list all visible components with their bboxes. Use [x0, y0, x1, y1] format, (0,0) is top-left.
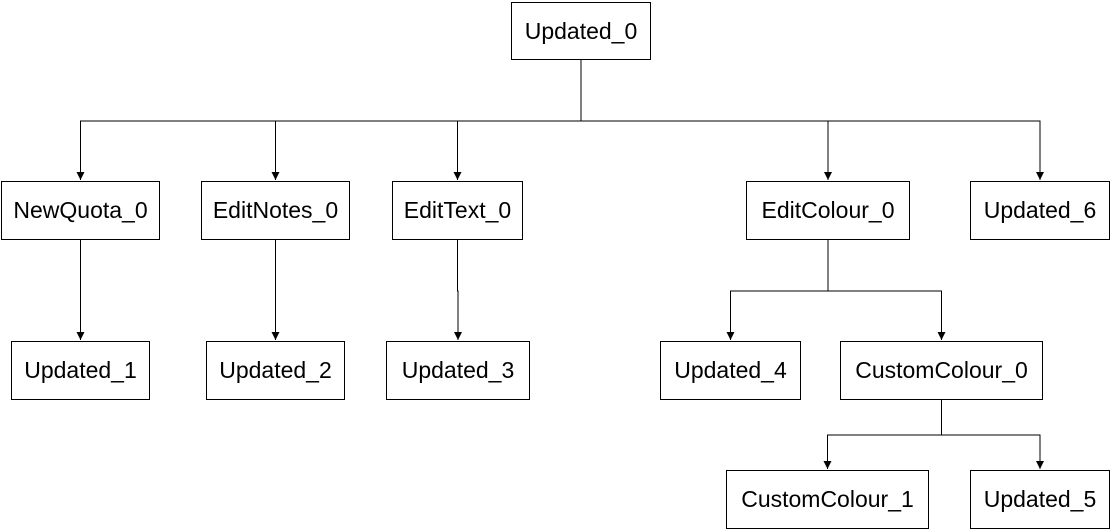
connector-customcolour_0-to-updated_5 [941, 400, 1044, 469]
connector-customcolour_0-to-customcolour_1 [823, 400, 942, 469]
connector-editcolour_0-to-customcolour_0 [827, 240, 946, 340]
connector-updated_0-to-editcolour_0 [580, 60, 832, 180]
node-updated-5: Updated_5 [970, 470, 1110, 529]
node-customcolour-0: CustomColour_0 [840, 341, 1043, 400]
node-customcolour-1: CustomColour_1 [726, 470, 929, 529]
node-updated-2: Updated_2 [206, 341, 345, 400]
connector-updated_0-to-editnotes_0 [271, 60, 582, 180]
node-newquota-0: NewQuota_0 [1, 181, 160, 240]
node-editnotes-0: EditNotes_0 [201, 181, 350, 240]
node-editcolour-0: EditColour_0 [746, 181, 910, 240]
node-updated-0: Updated_0 [511, 2, 651, 60]
connector-updated_0-to-newquota_0 [76, 60, 582, 180]
node-edittext-0: EditText_0 [392, 181, 523, 240]
node-updated-1: Updated_1 [11, 341, 150, 400]
connector-editcolour_0-to-updated_4 [726, 240, 829, 340]
node-updated-6: Updated_6 [970, 181, 1110, 240]
connector-updated_0-to-edittext_0 [453, 60, 582, 180]
node-updated-4: Updated_4 [660, 341, 801, 400]
connector-edittext_0-to-updated_3 [454, 240, 462, 340]
connector-updated_0-to-updated_6 [580, 60, 1044, 180]
node-updated-3: Updated_3 [386, 341, 530, 400]
